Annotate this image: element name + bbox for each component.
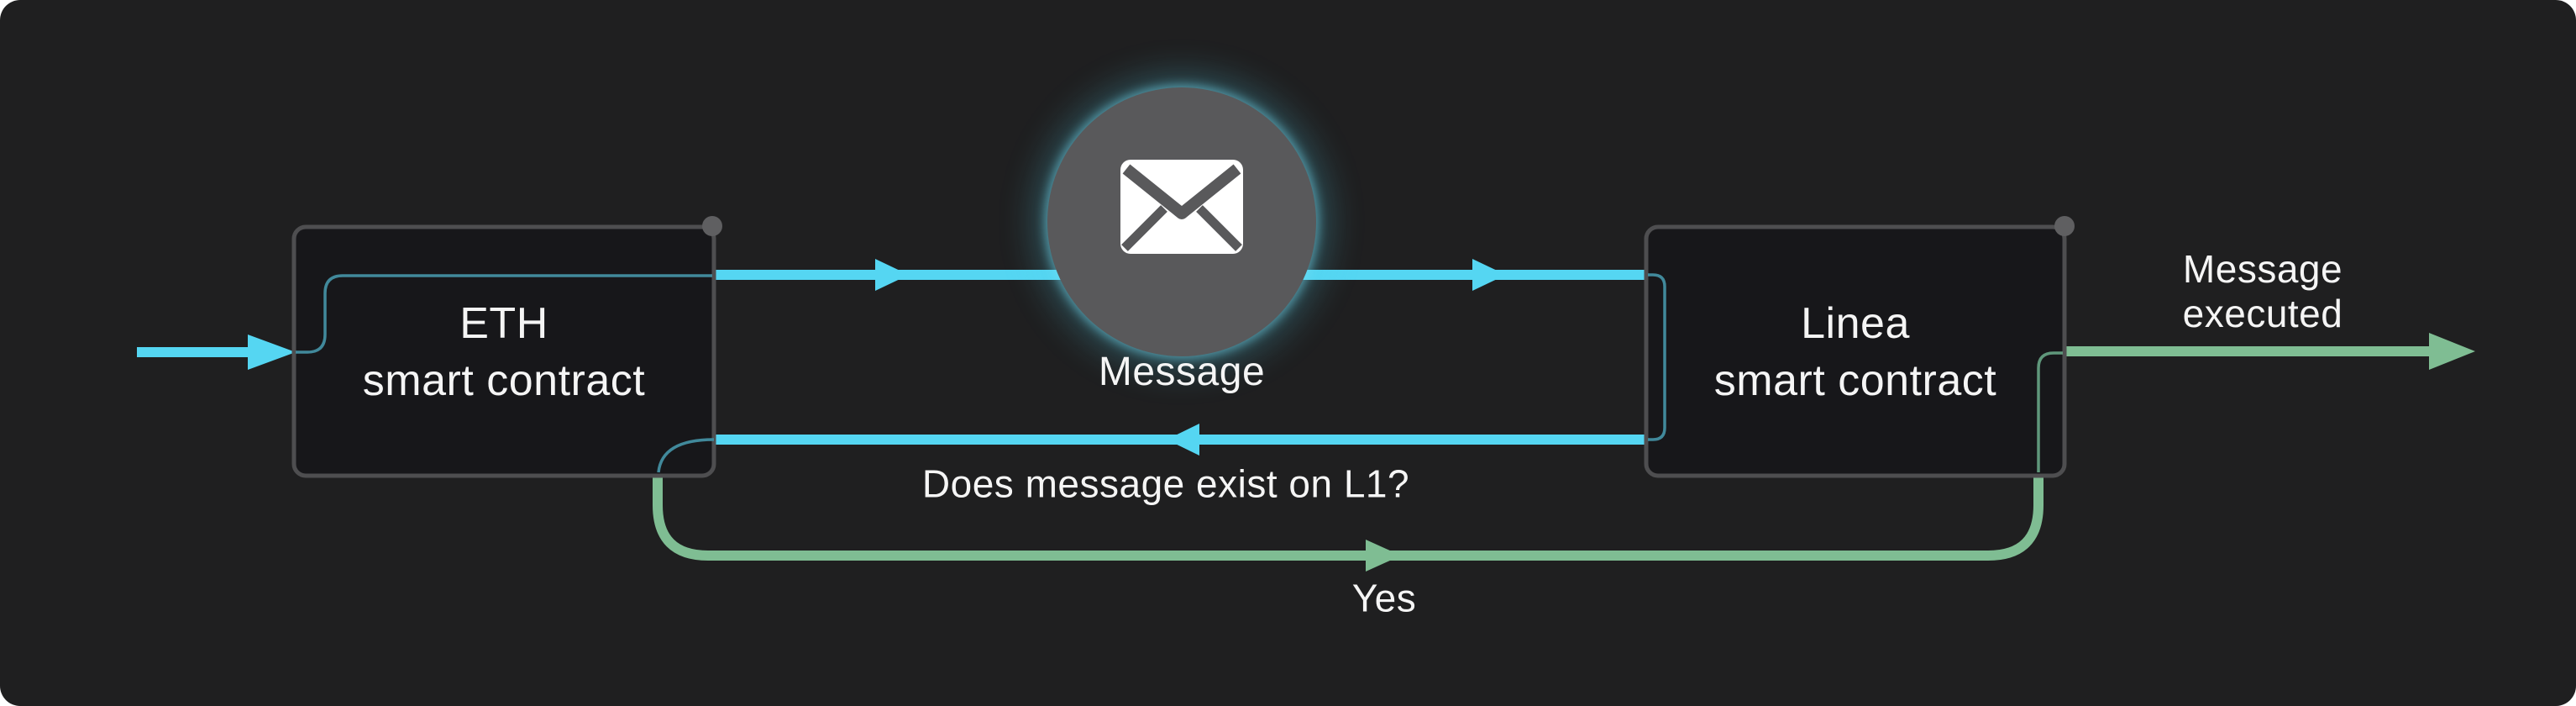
eth-contract-title-line1: ETH [459, 299, 548, 348]
linea-contract-box [1644, 224, 2067, 478]
executed-arrowhead-icon [2429, 333, 2475, 370]
eth-internal-connector [296, 274, 712, 354]
message-node: Message [1047, 87, 1316, 393]
entry-arrowhead-icon [248, 335, 296, 370]
eth-internal-exit-connector [657, 438, 715, 473]
message-node-label: Message [1098, 350, 1266, 394]
eth-contract-title: ETH smart contract [363, 295, 645, 409]
linea-contract-title: Linea smart contract [1714, 295, 1996, 409]
eth-anchor-dot-icon [702, 216, 722, 236]
linea-contract-title-line1: Linea [1801, 299, 1910, 348]
send-arrowhead-right-icon [1472, 259, 1506, 291]
linea-internal-exit-connector [2037, 351, 2063, 472]
send-arrowhead-left-icon [875, 259, 909, 291]
executed-label-line1: Message [2182, 247, 2343, 291]
yes-label: Yes [1351, 576, 1417, 620]
executed-label: Message executed [2183, 247, 2343, 336]
eth-contract-title-line2: smart contract [362, 356, 646, 405]
linea-internal-connector [1648, 273, 1666, 441]
linea-anchor-dot-icon [2054, 216, 2075, 236]
envelope-icon [1120, 160, 1243, 254]
yes-arrowhead-icon [1366, 540, 1401, 572]
query-arrowhead-icon [1167, 424, 1199, 456]
executed-label-line2: executed [2182, 292, 2343, 335]
eth-contract-box [291, 224, 716, 478]
question-label: Does message exist on L1? [921, 461, 1410, 506]
linea-contract-title-line2: smart contract [1713, 356, 1997, 405]
yes-flow-line [653, 469, 2043, 561]
